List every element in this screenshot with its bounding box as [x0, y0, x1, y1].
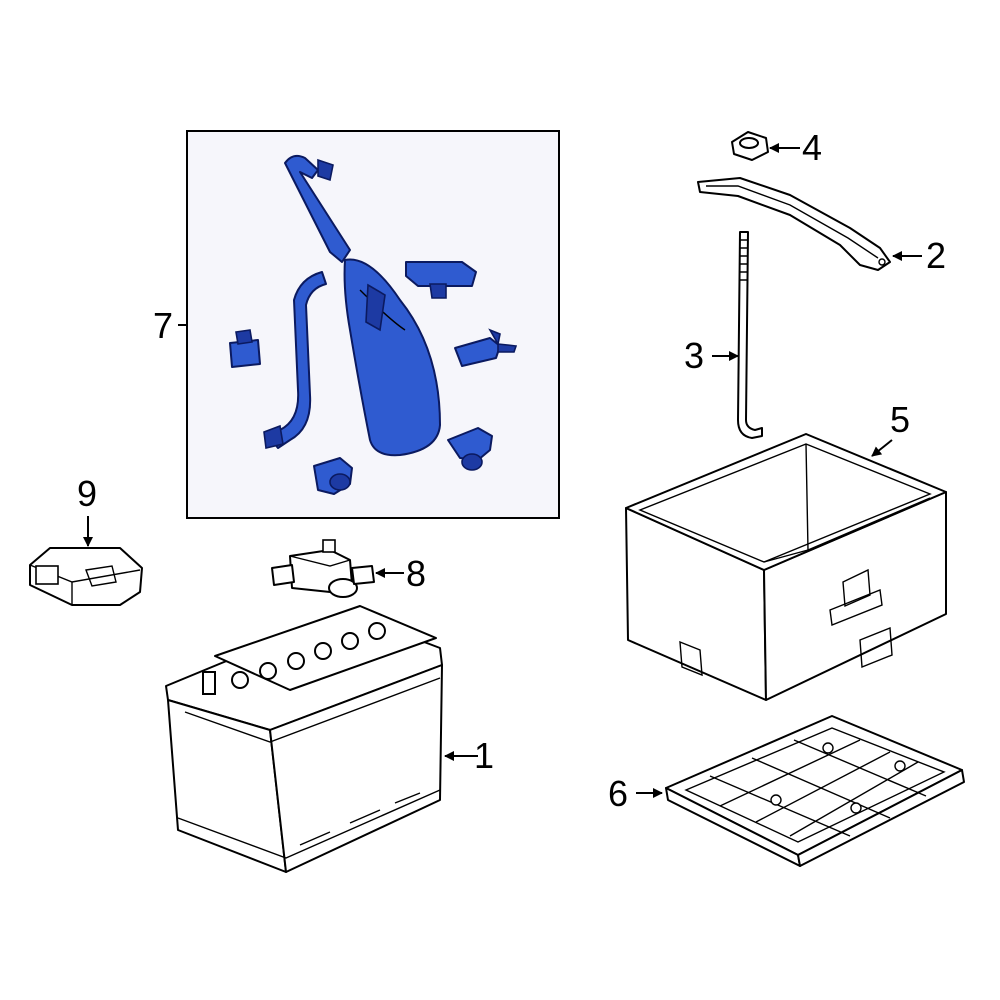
- part-2-bracket: [697, 177, 891, 271]
- part-5-battery-box: [625, 433, 947, 701]
- callout-2: 2: [926, 235, 946, 276]
- callout-9: 9: [77, 473, 97, 514]
- inset-connector-flat: [405, 261, 477, 299]
- callout-7: 7: [153, 305, 173, 346]
- part-1-battery: [165, 605, 443, 873]
- part-9-connector: [29, 547, 143, 606]
- callout-8: 8: [406, 553, 426, 594]
- callout-4: 4: [802, 127, 822, 168]
- callout-3: 3: [684, 335, 704, 376]
- inset-connector-round-bottom: [313, 457, 353, 495]
- callout-6: 6: [608, 773, 628, 814]
- inset-connector-angled: [454, 328, 518, 367]
- part-4-nut: [731, 131, 769, 161]
- part-3-rod: [737, 231, 763, 439]
- callout-1: 1: [474, 735, 494, 776]
- part-8-terminal: [271, 539, 375, 598]
- battery-vent-caps: [231, 622, 386, 689]
- inset-connector-square: [229, 329, 261, 368]
- battery-cable-harness-highlighted: [263, 154, 441, 457]
- callout-5: 5: [890, 399, 910, 440]
- part-6-tray: [665, 715, 965, 867]
- inset-connector-round-right: [447, 427, 493, 471]
- leader-lines: [83, 143, 922, 798]
- callout-labels: 1 2 3 4 5 6 7 8 9: [77, 127, 946, 814]
